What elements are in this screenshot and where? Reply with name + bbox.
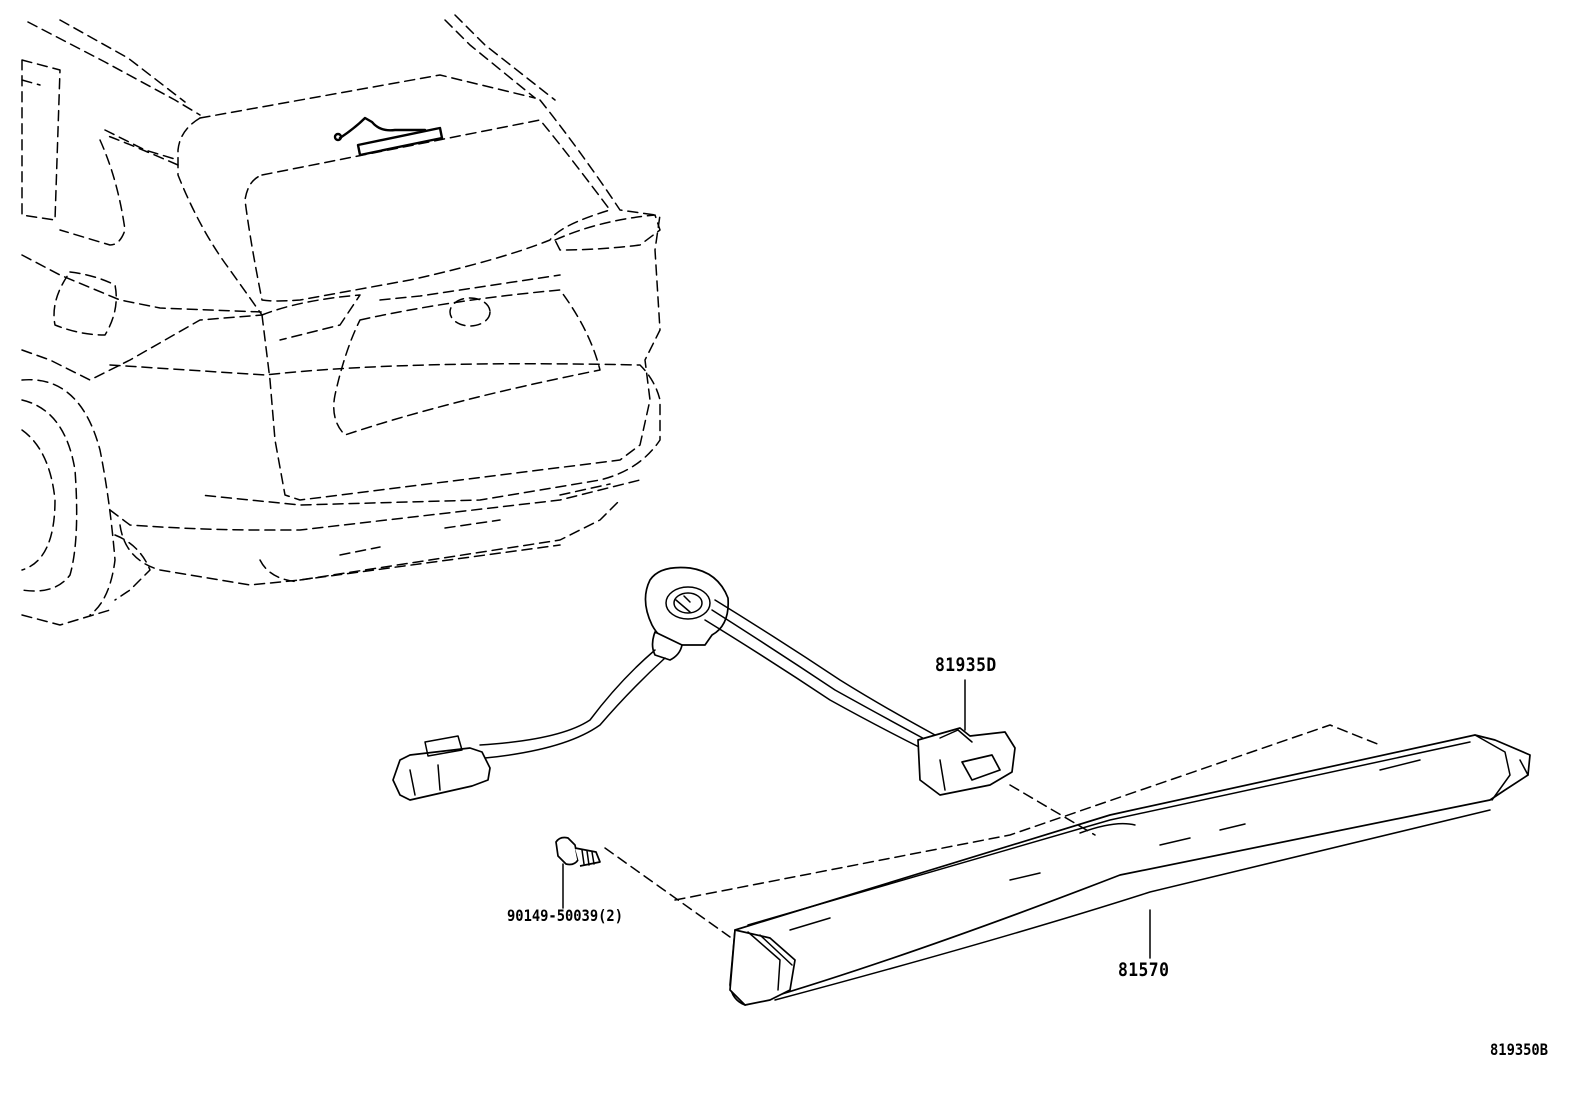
callout-wire-harness: 81935D [935,654,997,676]
callout-screw: 90149-50039(2) [507,906,623,925]
assembly-lines [604,724,1381,938]
vehicle-rear-outline [21,14,661,626]
callout-stop-lamp: 81570 [1118,959,1170,981]
wire-harness-81935D [392,566,1016,801]
screw-90149-50039 [555,836,601,867]
illustration-code: 819350B [1490,1040,1548,1059]
stop-lamp-81570 [729,734,1531,1006]
